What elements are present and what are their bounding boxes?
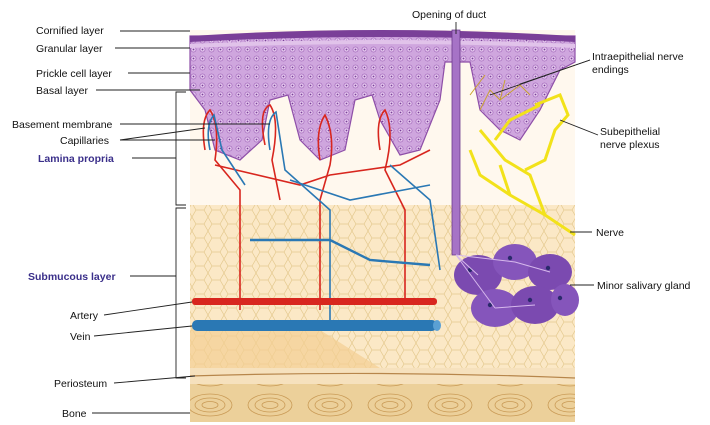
label-basement-membrane: Basement membrane: [12, 119, 113, 131]
label-intraepithelial-nerve-2: endings: [592, 64, 629, 76]
label-lamina-propria: Lamina propria: [38, 153, 114, 165]
vein-vessel-end: [433, 320, 441, 331]
artery-vessel: [192, 298, 437, 305]
label-subepithelial-2: nerve plexus: [600, 139, 660, 151]
label-capillaries: Capillaries: [60, 135, 109, 147]
label-minor-salivary-gland: Minor salivary gland: [597, 280, 691, 292]
label-vein: Vein: [70, 331, 91, 343]
label-artery: Artery: [70, 310, 99, 322]
label-nerve: Nerve: [596, 227, 624, 239]
leader-artery: [104, 302, 192, 315]
label-opening-of-duct: Opening of duct: [412, 9, 486, 21]
leader-vein: [94, 326, 192, 336]
vein-vessel: [192, 320, 437, 331]
label-bone: Bone: [62, 408, 87, 420]
label-cornified-layer: Cornified layer: [36, 25, 104, 37]
salivary-duct: [452, 30, 460, 255]
lamina-propria-bracket: [176, 92, 186, 205]
label-prickle-cell-layer: Prickle cell layer: [36, 68, 112, 80]
label-submucous-layer: Submucous layer: [28, 271, 116, 283]
label-subepithelial-1: Subepithelial: [600, 126, 660, 138]
label-intraepithelial-nerve-1: Intraepithelial nerve: [592, 51, 684, 63]
label-basal-layer: Basal layer: [36, 85, 88, 97]
bone-block: [190, 384, 575, 422]
label-periosteum: Periosteum: [54, 378, 107, 390]
submucous-layer-bracket: [176, 208, 186, 378]
label-granular-layer: Granular layer: [36, 43, 103, 55]
leader-periosteum: [114, 376, 195, 383]
